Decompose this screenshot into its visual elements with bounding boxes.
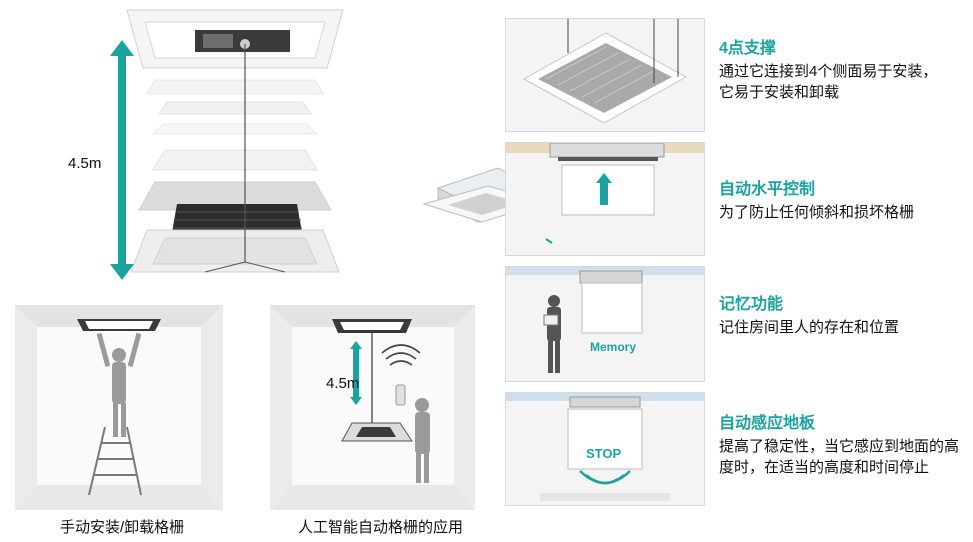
panel-floor-sensing: [505, 392, 705, 506]
panel-memory: [505, 266, 705, 382]
feature-title-auto-level-control: 自动水平控制: [719, 181, 816, 198]
caption-auto: 人工智能自动格栅的应用: [298, 519, 464, 536]
feature-desc-four-point-support: 通过它连接到4个侧面易于安装，它易于安装和卸载: [719, 63, 938, 101]
panel-four-point-support: [505, 18, 705, 132]
feature-desc-memory: 记住房间里人的存在和位置: [719, 319, 900, 336]
feature-title-four-point-support: 4点支撑: [719, 40, 776, 57]
feature-desc-floor-sensing: 提高了稳定性，当它感应到地面的高度时，在适当的高度和时间停止: [719, 438, 960, 476]
caption-manual: 手动安装/卸载格栅: [60, 519, 185, 536]
height-label-auto: 4.5m: [326, 375, 360, 392]
exploded-cassette-illustration: [105, 0, 365, 290]
room-auto-illustration: [270, 305, 475, 510]
memory-label: Memory: [590, 340, 637, 354]
feature-title-memory: 记忆功能: [719, 296, 784, 313]
feature-desc-auto-level-control: 为了防止任何倾斜和损坏格栅: [719, 204, 915, 221]
room-manual-illustration: [15, 305, 223, 510]
height-arrow-main: [110, 40, 134, 280]
height-label-main: 4.5m: [68, 155, 102, 172]
panel-auto-level-control: [505, 142, 705, 256]
feature-title-floor-sensing: 自动感应地板: [719, 415, 816, 432]
stop-label: STOP: [586, 446, 622, 461]
